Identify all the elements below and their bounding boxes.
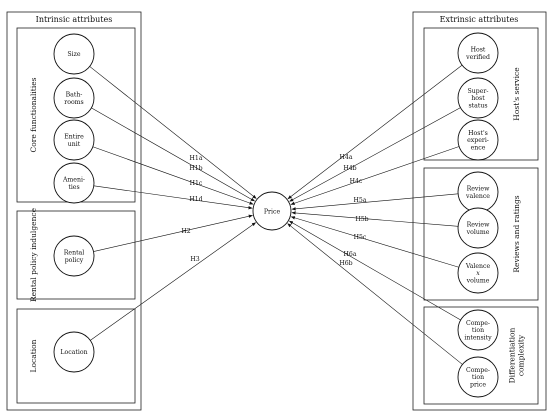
node-location bbox=[53, 331, 95, 373]
group-box-reviews-and-ratings bbox=[423, 167, 539, 301]
node-compe-tion-intensity bbox=[457, 309, 499, 351]
intrinsic-panel bbox=[6, 11, 142, 411]
group-label-reviews-and-ratings: Reviews and ratings bbox=[512, 195, 521, 272]
hypothesis-h5c: H5c bbox=[354, 234, 367, 241]
hypothesis-h4b: H4b bbox=[343, 165, 356, 172]
node-bath-rooms bbox=[53, 77, 95, 119]
group-label-location: Location bbox=[29, 339, 38, 372]
hypothesis-h2: H2 bbox=[181, 228, 190, 235]
node-size bbox=[53, 33, 95, 75]
node-host-verified bbox=[457, 32, 499, 74]
hypothesis-h3: H3 bbox=[190, 256, 199, 263]
hypothesis-h1a: H1a bbox=[189, 155, 202, 162]
edge-to-price bbox=[290, 216, 459, 268]
price-label: Price bbox=[264, 209, 281, 216]
node-bath-rooms-label: Bath-rooms bbox=[64, 92, 83, 106]
intrinsic-title: Intrinsic attributes bbox=[36, 15, 113, 24]
node-ameni-ties-label: Ameni-ties bbox=[62, 177, 85, 191]
hypothesis-h5b: H5b bbox=[355, 216, 368, 223]
edge-to-price bbox=[291, 193, 459, 211]
group-label-host-s-service: Host's service bbox=[512, 67, 521, 121]
hypothesis-h6b: H6b bbox=[339, 260, 352, 267]
edge-to-price bbox=[89, 66, 257, 199]
node-entire-unit bbox=[53, 119, 95, 161]
group-box-location bbox=[16, 308, 136, 404]
edge-to-price bbox=[287, 223, 463, 365]
group-box-differentiation-complexity bbox=[423, 306, 539, 405]
group-label-rental-policy-indulgence: Rental policy indulgence bbox=[29, 207, 38, 302]
edge-to-price bbox=[93, 185, 253, 210]
edge-to-price bbox=[291, 211, 459, 227]
hypothesis-h1d: H1d bbox=[189, 196, 202, 203]
node-host-s-experi-ence bbox=[457, 119, 499, 161]
edge-to-price bbox=[92, 146, 254, 205]
extrinsic-panel bbox=[412, 11, 547, 411]
edge-to-price bbox=[93, 214, 253, 252]
hypothesis-h1c: H1c bbox=[190, 180, 203, 187]
node-compe-tion-price bbox=[457, 356, 499, 398]
hypothesis-h1b: H1b bbox=[189, 165, 202, 172]
node-size-label: Size bbox=[67, 51, 80, 58]
node-location-label: Location bbox=[60, 349, 87, 356]
node-super-host-status bbox=[457, 77, 499, 119]
node-review-volume bbox=[457, 207, 499, 249]
hypothesis-h6a: H6a bbox=[343, 251, 356, 258]
node-rental-policy bbox=[53, 235, 95, 277]
hypothesis-h5a: H5a bbox=[353, 197, 366, 204]
extrinsic-title: Extrinsic attributes bbox=[440, 15, 519, 24]
price-node bbox=[252, 191, 292, 231]
node-ameni-ties bbox=[53, 162, 95, 204]
edge-to-price bbox=[290, 146, 460, 205]
edge-to-price bbox=[91, 107, 255, 202]
edge-to-price bbox=[289, 107, 461, 202]
hypothesis-h4a: H4a bbox=[339, 154, 352, 161]
edge-to-price bbox=[90, 222, 257, 341]
group-label-differentiation-complexity: Differentiationcomplexity bbox=[508, 327, 526, 383]
group-box-rental-policy-indulgence bbox=[16, 210, 136, 300]
hypothesis-h4c: H4c bbox=[350, 178, 363, 185]
node-valence-x-volume bbox=[457, 252, 499, 294]
group-label-core-functionalities: Core functionalities bbox=[29, 77, 38, 152]
edge-to-price bbox=[288, 220, 461, 321]
edge-to-price bbox=[287, 64, 463, 200]
